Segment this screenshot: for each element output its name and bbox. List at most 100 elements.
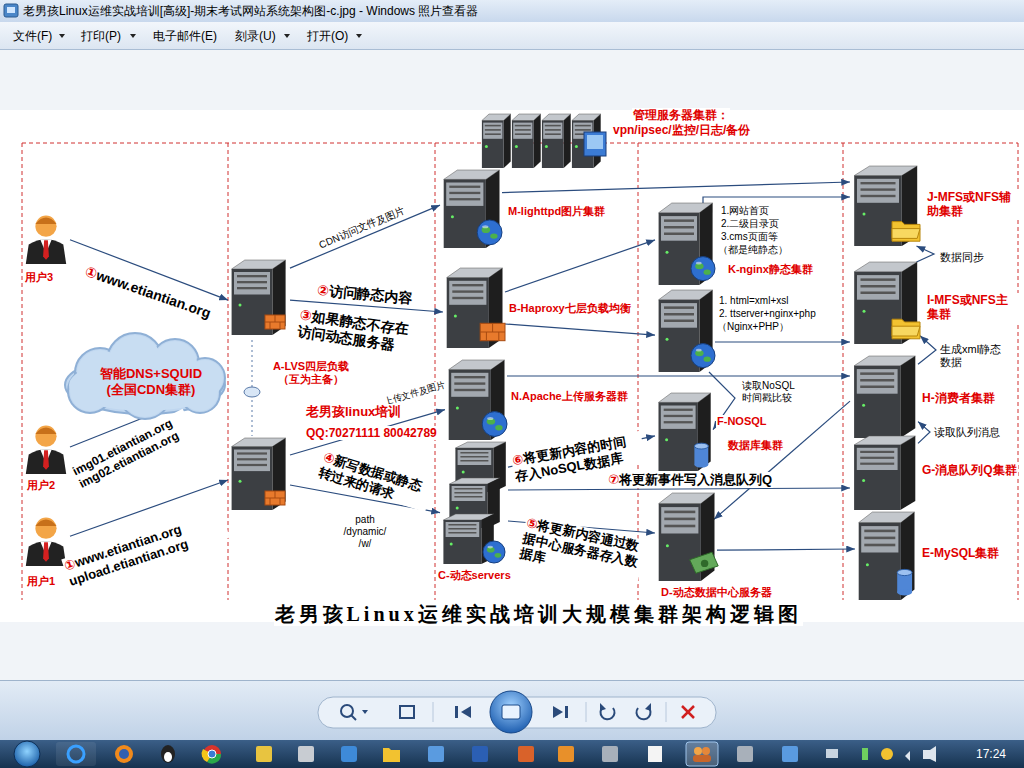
connector (918, 336, 936, 364)
server-icon (655, 393, 713, 471)
connector (508, 488, 850, 490)
window-title: 老男孩Linux运维实战培训[高级]-期末考试网站系统架构图-c.jpg - W… (22, 4, 479, 18)
node-label: A-LVS四层负载 （互为主备） (266, 360, 356, 386)
toolbar-buttons (341, 702, 694, 722)
connector (502, 182, 850, 193)
node-label: 用户1 (26, 575, 56, 588)
server-icon (440, 170, 502, 248)
edge-label: ⑦将更新事件写入消息队列Q (607, 472, 773, 488)
node-label: 1. html=xml+xsl (718, 295, 789, 307)
viewer-toolbar (0, 680, 1024, 740)
server-icon (445, 360, 507, 440)
server-node: F-NOSQL 数据库集群 (655, 393, 784, 471)
user-node: 用户1 (22, 512, 70, 589)
connector (703, 197, 850, 203)
server-node: G-消息队列Q集群 (850, 436, 1018, 510)
user-icon (22, 210, 70, 264)
server-icon (850, 436, 918, 510)
clock: 17:24 (975, 747, 1007, 761)
server-node: N.Apache上传服务器群 (445, 360, 629, 440)
connector (505, 324, 655, 335)
node-label: I-MFS或NFS主集群 (926, 293, 1020, 322)
node-label: M-lighttpd图片集群 (507, 205, 606, 218)
path-note: path /dynamic/ /w/ (336, 514, 394, 550)
edge-label: 读取队列消息 (933, 426, 1001, 439)
server-icon (850, 356, 918, 438)
server-icon (480, 112, 610, 170)
menu-bar (0, 22, 1024, 50)
node-label: 用户3 (24, 271, 54, 284)
node-label: 2.二级目录页 (720, 218, 780, 230)
server-node: M-lighttpd图片集群 (440, 170, 607, 248)
edge-label: 生成xml静态数据 (939, 343, 1013, 369)
server-node: C-动态servers (437, 442, 512, 583)
server-icon (655, 203, 715, 285)
node-label: E-MySQL集群 (921, 546, 1000, 560)
menu-item: 打印(P) (80, 29, 122, 43)
server-node: J-MFS或NFS辅助集群 (850, 166, 1020, 246)
column-guides (22, 143, 1018, 600)
server-icon (655, 493, 717, 581)
server-node: 1.网站首页2.二级目录页3.cms页面等（都是纯静态） K-nginx静态集群 (655, 203, 814, 285)
menu-item: 文件(F) (12, 29, 53, 43)
connector (917, 246, 935, 262)
server-icon (850, 166, 920, 246)
connector (507, 375, 850, 376)
server-group: 管理服务器集群：vpn/ipsec/监控/日志/备份 (480, 108, 752, 170)
app-icon (4, 4, 18, 17)
server-node: 1. html=xml+xsl2. ttserver+nginx+php（Ngi… (655, 290, 817, 372)
edge-label: 读取NoSQL 时间戳比较 (741, 380, 813, 404)
menu-item: 电子邮件(E) (152, 29, 218, 43)
connector (714, 401, 850, 519)
node-label: B-Haproxy七层负载均衡 (508, 302, 632, 315)
taskbar (0, 740, 1024, 768)
node-label: G-消息队列Q集群 (921, 463, 1018, 477)
diagram-title: 老男孩Linux运维实战培训大规模集群架构逻辑图 (274, 602, 803, 626)
node-label: 2. ttserver+nginx+php (718, 308, 817, 320)
node-label: 数据库集群 (727, 439, 784, 452)
connector (715, 341, 850, 342)
node-label: J-MFS或NFS辅助集群 (926, 190, 1020, 219)
node-label: N.Apache上传服务器群 (510, 390, 629, 403)
node-label: （都是纯静态） (717, 244, 789, 256)
node-label: 1.网站首页 (720, 205, 770, 217)
taskbar-icons (56, 742, 936, 766)
connector (505, 240, 655, 292)
user-node: 用户2 (22, 420, 70, 493)
edge-label: 数据同步 (939, 251, 985, 264)
start-button (14, 741, 40, 767)
connector (717, 549, 855, 550)
node-label: F-NOSQL (716, 415, 768, 428)
server-node: B-Haproxy七层负载均衡 (443, 268, 632, 348)
node-label: vpn/ipsec/监控/日志/备份 (612, 123, 751, 137)
watermark: QQ:70271111 80042789 (305, 426, 438, 440)
menu-item: 刻录(U) (234, 29, 277, 43)
node-label: K-nginx静态集群 (727, 263, 814, 276)
menu-item: 打开(O) (306, 29, 349, 43)
server-node: E-MySQL集群 (855, 512, 1001, 600)
user-node: 用户3 (22, 210, 70, 285)
server-node: D-动态数据中心服务器 (655, 493, 773, 600)
user-icon (22, 420, 70, 474)
connector (290, 205, 440, 268)
node-label: 3.cms页面等 (720, 231, 779, 243)
cdn-cloud: 智能DNS+SQUID (全国CDN集群) (60, 333, 230, 418)
connector (918, 422, 930, 444)
node-label: 用户2 (26, 479, 56, 492)
node-label: （Nginx+PHP） (716, 321, 790, 333)
server-icon (855, 512, 917, 600)
server-icon (443, 268, 505, 348)
slideshow-button (490, 691, 532, 733)
node-label: C-动态servers (437, 569, 512, 582)
server-node: I-MFS或NFS主集群 (850, 262, 1020, 344)
diagram-image (0, 110, 1024, 622)
server-icon (655, 290, 715, 372)
server-icon (440, 442, 508, 566)
node-label: 管理服务器集群： (632, 108, 730, 122)
title-bar (0, 0, 1024, 22)
node-label: H-消费者集群 (921, 391, 996, 405)
watermark: 老男孩linux培训 (305, 404, 402, 420)
server-icon (850, 262, 920, 344)
node-label: D-动态数据中心服务器 (660, 586, 773, 599)
node-label: 智能DNS+SQUID (全国CDN集群) (80, 366, 222, 397)
